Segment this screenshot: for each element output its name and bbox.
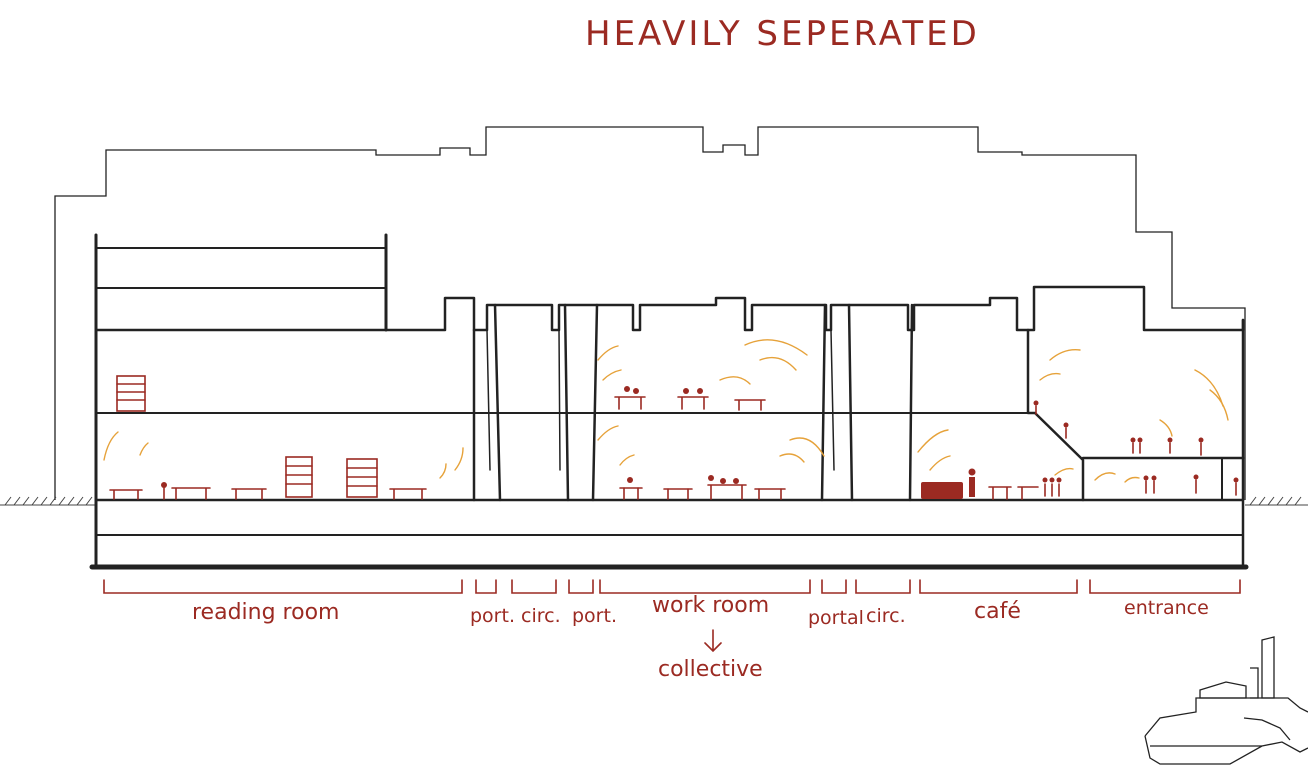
furniture-and-people — [109, 375, 1239, 500]
ground-hatch — [0, 496, 1308, 506]
label-entrance: entrance — [1124, 597, 1209, 619]
diagram-title: HEAVILY SEPERATED — [585, 14, 980, 54]
key-plan — [1144, 636, 1308, 765]
label-work-room: work room — [652, 593, 769, 618]
label-portal: portal — [808, 607, 864, 629]
label-reading-room: reading room — [192, 600, 339, 625]
zone-brackets — [103, 579, 1241, 594]
label-port-2: port. — [572, 605, 617, 627]
label-port-1: port. — [470, 605, 515, 627]
label-circ-2: circ. — [866, 605, 906, 627]
down-arrow-icon — [704, 629, 722, 653]
label-cafe: café — [974, 599, 1021, 624]
sound-arcs — [103, 339, 1229, 483]
label-circ-1: circ. — [521, 605, 561, 627]
context-outline — [54, 126, 1246, 500]
building-section — [89, 233, 1249, 570]
label-collective: collective — [658, 657, 763, 682]
